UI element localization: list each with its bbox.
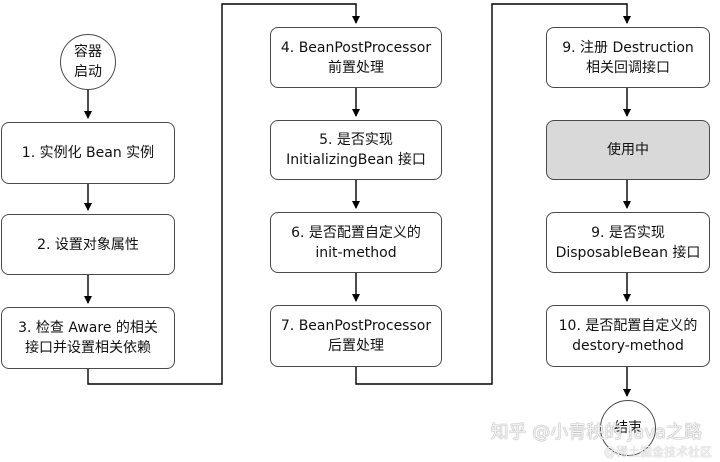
step-9-disposable-bean: 9. 是否实现 DisposableBean 接口 bbox=[546, 212, 710, 273]
start-node: 容器 启动 bbox=[60, 34, 116, 90]
zhihu-watermark: 知乎 @小青秧的 Java之路 bbox=[490, 422, 702, 443]
end-node: 结束 bbox=[600, 400, 656, 456]
step-4-bpp-before: 4. BeanPostProcessor 前置处理 bbox=[270, 27, 442, 88]
step-1-instantiate: 1. 实例化 Bean 实例 bbox=[1, 122, 175, 184]
arrow-7-to-9 bbox=[355, 3, 631, 385]
step-2-set-properties: 2. 设置对象属性 bbox=[1, 214, 175, 275]
juejin-watermark: @稀土掘金技术社区 bbox=[603, 445, 712, 459]
step-in-use: 使用中 bbox=[546, 120, 710, 180]
step-7-bpp-after: 7. BeanPostProcessor 后置处理 bbox=[270, 305, 442, 367]
step-6-init-method: 6. 是否配置自定义的 init-method bbox=[270, 212, 442, 273]
step-5-initializing-bean: 5. 是否实现 InitializingBean 接口 bbox=[270, 120, 442, 180]
step-9-register-destruction: 9. 注册 Destruction 相关回调接口 bbox=[546, 27, 710, 88]
step-10-destroy-method: 10. 是否配置自定义的 destory-method bbox=[546, 305, 710, 367]
step-3-check-aware: 3. 检查 Aware 的相关 接口并设置相关依赖 bbox=[1, 307, 175, 369]
arrow-3-to-4 bbox=[87, 3, 360, 385]
